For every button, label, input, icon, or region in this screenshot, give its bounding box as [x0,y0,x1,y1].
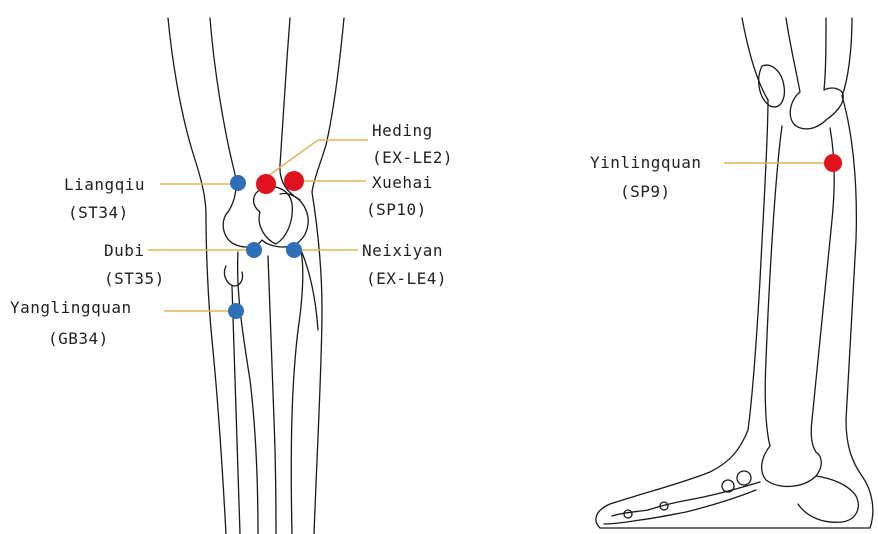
medial-thigh-back [742,18,768,100]
medial-metatarsal-1 [648,482,760,510]
medial-thigh-front [842,18,852,96]
liangqiu-name: Liangqiu [64,175,145,194]
shin-left-outline [206,215,226,534]
medial-patella [759,65,785,107]
medial-tibia-back [811,128,834,452]
medial-calf-outline [842,96,862,476]
heding-leader [268,140,318,176]
medial-navicular [737,471,751,485]
dubi-point[interactable] [246,242,262,258]
thigh-right-outline [312,18,344,192]
yinlingquan-point[interactable] [824,154,842,172]
dubi-name: Dubi [104,241,145,260]
tibia-left-edge [238,252,258,534]
neixiyan-point[interactable] [286,242,302,258]
heding-name: Heding [372,121,433,140]
liangqiu-code: (ST34) [68,203,129,222]
heding-point[interactable] [256,174,276,194]
front-knee-illustration [168,18,344,534]
medial-tibia-front [765,126,782,446]
medial-phalanx-2 [624,510,632,518]
thigh-left-outline [168,18,206,215]
neixiyan-name: Neixiyan [362,241,443,260]
femoral-condyles [223,194,308,247]
tibia-crest [268,256,276,534]
yinlingquan-code: (SP9) [620,182,671,201]
tibia-right-edge [291,248,303,534]
medial-metatarsal-2 [640,490,756,520]
xuehai-code: (SP10) [366,200,427,219]
medial-cuneiform [722,480,734,492]
fibula-shaft [232,286,240,534]
dubi-code: (ST35) [104,269,165,288]
yanglingquan-code: (GB34) [48,329,109,348]
liangqiu-point[interactable] [230,175,246,191]
xuehai-point[interactable] [284,171,304,191]
fibula-head [224,266,242,286]
patella [254,187,293,244]
heding-code: (EX-LE2) [372,148,453,167]
shin-right-outline [312,192,322,534]
xuehai-name: Xuehai [372,173,433,192]
front-leader-lines [148,140,368,311]
medial-toe-2 [604,520,640,524]
medial-talus [762,446,822,486]
medial-condyle [790,88,843,129]
medial-leg-illustration [596,18,873,528]
yanglingquan-name: Yanglingquan [10,298,132,317]
yinlingquan-name: Yinlingquan [590,153,701,172]
neixiyan-code: (EX-LE4) [366,269,447,288]
medial-femur-front [824,18,826,90]
medial-femur-back [786,18,800,92]
yanglingquan-point[interactable] [228,303,244,319]
